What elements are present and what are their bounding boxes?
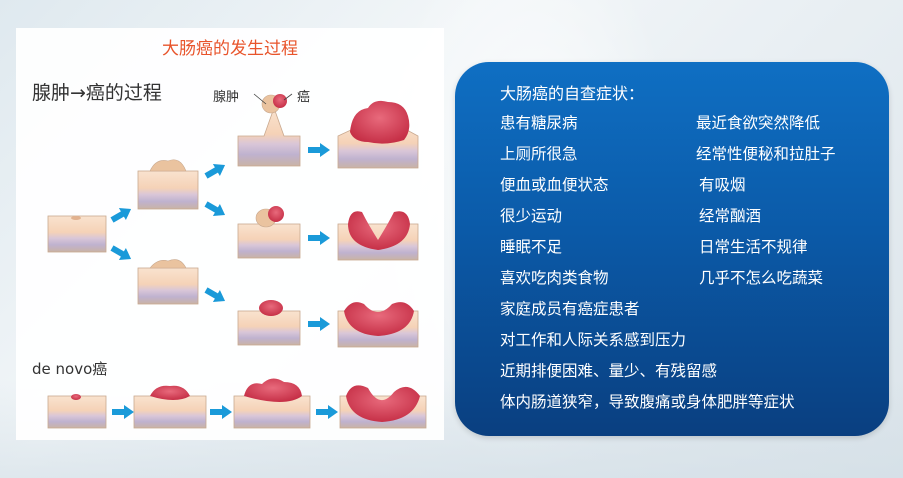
arrow-up-icon [202,158,229,183]
tissue-advanced-cancer-3 [337,302,419,348]
tissue-flat-cancer [237,300,301,346]
arrow-up-icon [108,202,135,227]
denovo-label: de novo癌 [32,360,108,378]
denovo-stage-3 [233,378,311,429]
adenoma-process-label: 腺肿→癌的过程 [32,82,162,104]
tissue-early-adenoma-bottom [137,259,199,305]
arrow-right-icon [316,405,338,419]
symptom-item: 家庭成员有癌症患者 [500,300,640,318]
symptom-item: 经常酗酒 [699,207,762,225]
arrow-down-icon [202,197,229,222]
arrow-down-icon [108,241,135,266]
diagram-graphic [47,93,427,429]
symptom-item: 很少运动 [500,207,563,225]
arrow-right-icon [308,317,330,331]
symptom-item: 几乎不怎么吃蔬菜 [699,269,824,287]
symptom-item: 最近食欲突然降低 [696,114,821,132]
symptom-item: 睡眠不足 [500,238,563,256]
denovo-stage-4 [339,385,427,429]
cancer-development-diagram: 大肠癌的发生过程 腺肿→癌的过程 腺肿 癌 de novo癌 [16,28,444,440]
denovo-stage-1 [47,394,107,429]
tissue-adenoma-with-cancer [237,93,301,167]
symptom-item: 经常性便秘和拉肚子 [696,145,836,163]
symptom-item: 对工作和人际关系感到压力 [500,331,687,349]
tissue-normal [47,215,107,253]
symptom-item: 体内肠道狭窄，导致腹痛或身体肥胖等症状 [500,393,795,411]
arrow-right-icon [112,405,134,419]
self-check-panel: 大肠癌的自查症状： 患有糖尿病 上厕所很急 便血或血便状态 很少运动 睡眠不足 … [455,62,889,436]
denovo-stage-2 [133,385,207,429]
arrow-right-icon [308,143,330,157]
symptom-item: 近期排便困难、量少、有残留感 [500,362,718,380]
arrow-right-icon [308,231,330,245]
diagram-title: 大肠癌的发生过程 [162,39,298,59]
cancer-label: 癌 [297,90,311,105]
tissue-early-adenoma-top [137,159,199,210]
panel-title: 大肠癌的自查症状： [500,84,645,103]
symptom-item: 上厕所很急 [500,145,578,163]
tissue-advanced-cancer-1 [337,100,419,169]
arrow-down-icon [202,283,229,308]
symptom-item: 有吸烟 [699,176,746,194]
symptom-item: 喜欢吃肉类食物 [500,269,609,287]
symptom-item: 便血或血便状态 [500,176,609,194]
tissue-adenoma-cancer-small [237,206,301,259]
symptom-item: 患有糖尿病 [500,114,578,132]
tissue-advanced-cancer-2 [337,211,419,261]
adenoma-label: 腺肿 [213,90,240,105]
symptom-item: 日常生活不规律 [699,238,808,256]
arrow-right-icon [210,405,232,419]
